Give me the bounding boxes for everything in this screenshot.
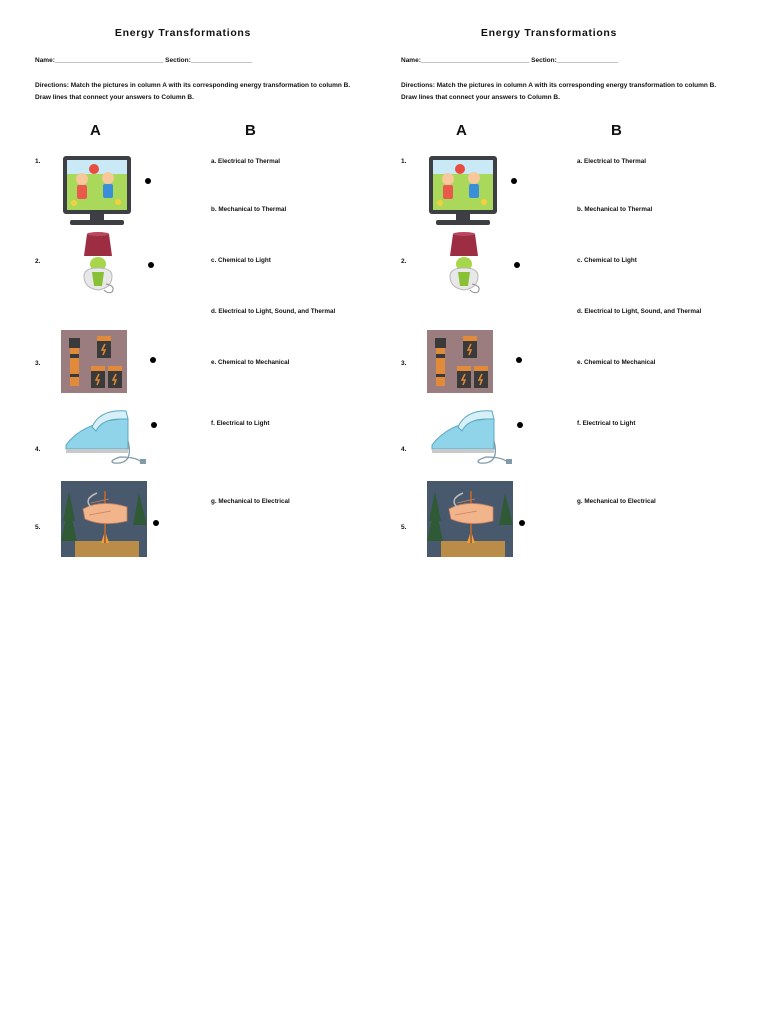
column-a-heading: A [90, 122, 101, 139]
flashlight-battery-icon [61, 330, 127, 393]
answer-f: f. Electrical to Light [577, 420, 636, 427]
match-dot[interactable] [150, 357, 156, 363]
lamp-icon [444, 232, 484, 294]
item-number: 4. [35, 446, 41, 453]
column-a-heading: A [456, 122, 467, 139]
match-dot[interactable] [517, 422, 523, 428]
match-dot[interactable] [151, 422, 157, 428]
answer-d: d. Electrical to Light, Sound, and Therm… [577, 308, 702, 315]
hands-rubbing-icon [61, 481, 147, 557]
item-number: 3. [35, 360, 41, 367]
name-section-fields: Name:______________________________ Sect… [35, 57, 253, 64]
tv-icon [428, 155, 498, 227]
answer-a: a. Electrical to Thermal [577, 158, 646, 165]
match-dot[interactable] [145, 178, 151, 184]
answer-c: c. Chemical to Light [211, 257, 271, 264]
match-dot[interactable] [148, 262, 154, 268]
match-dot[interactable] [514, 262, 520, 268]
item-number: 1. [35, 158, 41, 165]
directions: Directions: Match the pictures in column… [35, 82, 351, 101]
worksheet-left: Energy Transformations Name:____________… [0, 0, 366, 600]
directions: Directions: Match the pictures in column… [401, 82, 717, 101]
item-number: 3. [401, 360, 407, 367]
tv-icon [62, 155, 132, 227]
answer-e: e. Chemical to Mechanical [577, 359, 656, 366]
item-number: 5. [35, 524, 41, 531]
answer-g: g. Mechanical to Electrical [577, 498, 656, 505]
item-number: 4. [401, 446, 407, 453]
iron-icon [428, 405, 514, 471]
iron-icon [62, 405, 148, 471]
answer-f: f. Electrical to Light [211, 420, 270, 427]
item-number: 2. [401, 258, 407, 265]
answer-d: d. Electrical to Light, Sound, and Therm… [211, 308, 336, 315]
answer-b: b. Mechanical to Thermal [211, 206, 287, 213]
answer-c: c. Chemical to Light [577, 257, 637, 264]
flashlight-battery-icon [427, 330, 493, 393]
column-b-heading: B [245, 122, 256, 139]
answer-a: a. Electrical to Thermal [211, 158, 280, 165]
item-number: 2. [35, 258, 41, 265]
worksheet-title: Energy Transformations [480, 27, 618, 39]
item-number: 5. [401, 524, 407, 531]
hands-rubbing-icon [427, 481, 513, 557]
worksheet-right: Energy Transformations Name:____________… [366, 0, 732, 600]
worksheet-title: Energy Transformations [114, 27, 252, 39]
answer-e: e. Chemical to Mechanical [211, 359, 290, 366]
match-dot[interactable] [516, 357, 522, 363]
match-dot[interactable] [519, 520, 525, 526]
match-dot[interactable] [511, 178, 517, 184]
column-b-heading: B [611, 122, 622, 139]
lamp-icon [78, 232, 118, 294]
answer-b: b. Mechanical to Thermal [577, 206, 653, 213]
name-section-fields: Name:______________________________ Sect… [401, 57, 619, 64]
match-dot[interactable] [153, 520, 159, 526]
answer-g: g. Mechanical to Electrical [211, 498, 290, 505]
item-number: 1. [401, 158, 407, 165]
